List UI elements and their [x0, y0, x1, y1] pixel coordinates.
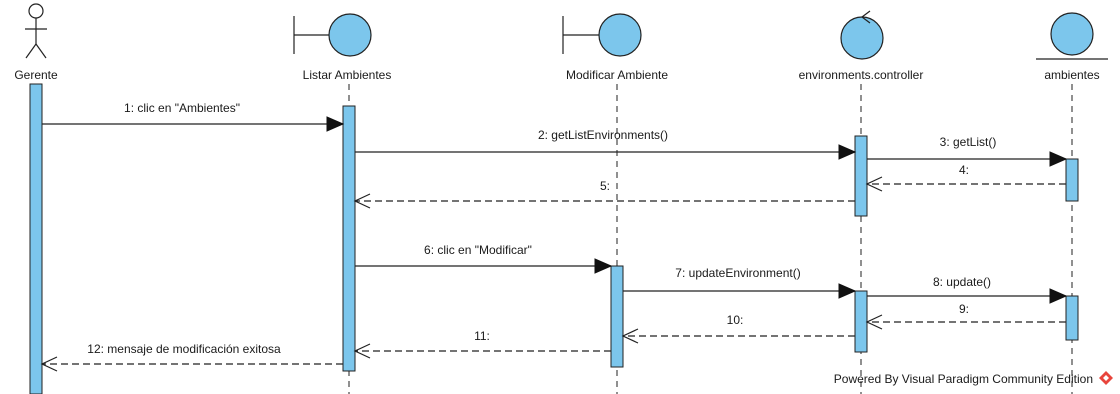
- watermark-text: Powered By Visual Paradigm Community Edi…: [834, 372, 1093, 386]
- arrowhead: [865, 176, 883, 192]
- message-label: 6: clic en "Modificar": [424, 243, 532, 257]
- arrowhead: [621, 328, 639, 344]
- entity-icon: [1036, 12, 1108, 60]
- watermark: Powered By Visual Paradigm Community Edi…: [834, 371, 1113, 386]
- message-label: 9:: [959, 302, 969, 316]
- activation-bar: [1065, 295, 1079, 341]
- arrowhead: [1049, 288, 1068, 304]
- message-label: 7: updateEnvironment(): [675, 266, 800, 280]
- message-label: 2: getListEnvironments(): [538, 128, 668, 142]
- activation-bar: [610, 265, 624, 368]
- message-label: 8: update(): [933, 275, 991, 289]
- actor-icon: [25, 3, 47, 59]
- arrowhead: [865, 314, 883, 330]
- arrowhead: [838, 283, 857, 299]
- arrowhead: [594, 258, 613, 274]
- message-label: 3: getList(): [940, 135, 997, 149]
- message-label: 4:: [959, 163, 969, 177]
- participant-label-ambientes: ambientes: [1044, 68, 1099, 82]
- activation-bar: [854, 290, 868, 353]
- participant-label-listar: Listar Ambientes: [303, 68, 392, 82]
- arrowhead: [40, 356, 58, 372]
- arrowhead: [838, 144, 857, 160]
- control-icon: [840, 10, 884, 60]
- participant-label-controller: environments.controller: [799, 68, 924, 82]
- activation-bar: [29, 83, 43, 394]
- message-label: 12: mensaje de modificación exitosa: [87, 342, 281, 356]
- message-label: 1: clic en "Ambientes": [124, 101, 240, 115]
- message-label: 10:: [727, 313, 744, 327]
- arrowhead: [1049, 151, 1068, 167]
- arrowhead: [353, 343, 371, 359]
- message-label: 11:: [474, 329, 490, 343]
- participant-label-gerente: Gerente: [14, 68, 58, 82]
- arrowhead: [353, 193, 371, 209]
- boundary-icon: [293, 13, 372, 57]
- activation-bar: [854, 135, 868, 217]
- participant-label-modificar: Modificar Ambiente: [566, 68, 668, 82]
- activation-bar: [1065, 158, 1079, 202]
- message-label: 5:: [600, 179, 610, 193]
- visual-paradigm-logo-icon: [1099, 371, 1113, 385]
- arrowhead: [326, 116, 345, 132]
- boundary-icon: [562, 13, 642, 57]
- activation-bar: [342, 105, 356, 372]
